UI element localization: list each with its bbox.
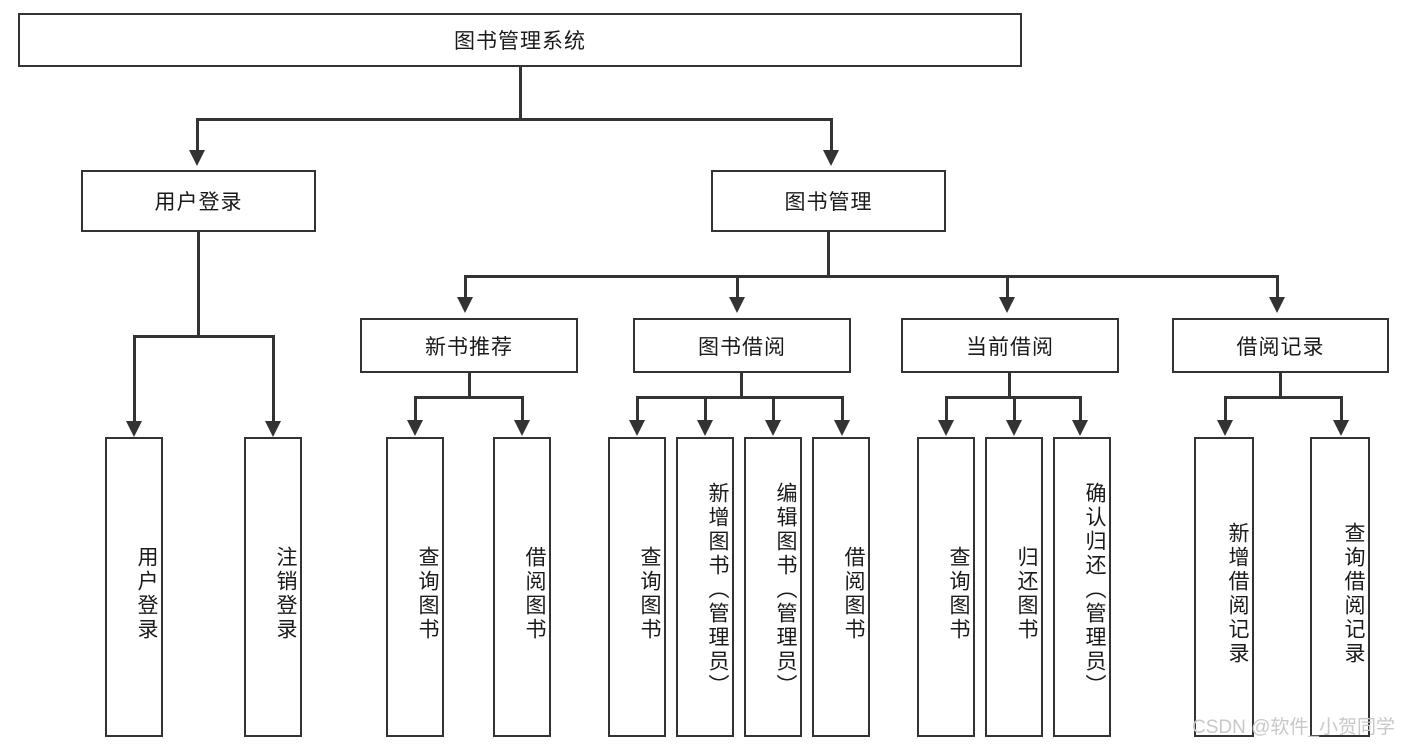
arrowhead-current-borrow [999, 297, 1015, 313]
node-label: 确认归还（管理员） [1083, 482, 1106, 698]
connector-user-login-stem [197, 232, 200, 336]
arrowhead-current-borrow-leaf-3 [1072, 420, 1088, 436]
node-label: 查询图书 [638, 546, 661, 642]
node-borrow-record[interactable]: 借阅记录 [1172, 318, 1389, 373]
node-label: 借阅图书 [842, 546, 865, 642]
arrowhead-new-book-leaf-2 [514, 420, 530, 436]
arrowhead-root-to-user-login [189, 150, 205, 166]
node-label: 图书管理系统 [454, 30, 586, 53]
node-label: 当前借阅 [966, 335, 1054, 359]
connector-book-borrow-stem [740, 373, 743, 397]
connector-current-borrow-leaf-3 [1079, 396, 1082, 420]
node-label: 借阅记录 [1236, 335, 1325, 359]
node-label: 新增图书（管理员） [706, 482, 729, 698]
connector-borrow-record-leaf-2 [1340, 396, 1343, 420]
node-label: 新书推荐 [425, 335, 513, 359]
arrowhead-current-borrow-leaf-2 [1006, 420, 1022, 436]
leaf-book-borrow-add[interactable]: 新增图书（管理员） [676, 437, 734, 737]
leaf-user-login-login[interactable]: 用户登录 [105, 437, 163, 737]
connector-borrow-record-leaf-1 [1224, 396, 1227, 420]
leaf-borrow-record-query[interactable]: 查询借阅记录 [1310, 437, 1370, 737]
arrowhead-root-to-book-manage [823, 150, 839, 166]
node-label: 查询借阅记录 [1342, 522, 1365, 666]
connector-new-book-stem [468, 373, 471, 397]
leaf-book-borrow-query[interactable]: 查询图书 [608, 437, 666, 737]
leaf-current-borrow-confirm-return[interactable]: 确认归还（管理员） [1053, 437, 1111, 737]
arrowhead-new-book-recommend [457, 297, 473, 313]
arrowhead-book-borrow-leaf-4 [834, 420, 850, 436]
leaf-book-borrow-borrow[interactable]: 借阅图书 [812, 437, 870, 737]
connector-root-to-user-login [196, 118, 199, 150]
node-label: 图书借阅 [698, 335, 786, 359]
node-user-login[interactable]: 用户登录 [81, 170, 316, 232]
node-book-borrow[interactable]: 图书借阅 [633, 318, 851, 373]
connector-root-stem [519, 67, 522, 119]
connector-user-login-to-leaf-1 [133, 335, 136, 421]
node-label: 编辑图书（管理员） [774, 482, 797, 698]
connector-new-book-leaf-2 [521, 396, 524, 420]
node-label: 借阅图书 [523, 546, 546, 642]
connector-book-manage-bus [464, 275, 1278, 278]
arrowhead-new-book-leaf-1 [407, 420, 423, 436]
arrowhead-book-borrow-leaf-2 [697, 420, 713, 436]
connector-new-book-bus [414, 396, 524, 399]
connector-book-manage-stem [827, 232, 830, 276]
arrowhead-book-borrow-leaf-3 [765, 420, 781, 436]
connector-book-borrow-leaf-2 [704, 396, 707, 420]
connector-new-book-leaf-1 [414, 396, 417, 420]
connector-root-to-book-manage [830, 118, 833, 150]
connector-current-borrow-leaf-2 [1013, 396, 1016, 420]
connector-book-manage-to-new-book [464, 275, 467, 297]
connector-book-manage-to-current [1006, 275, 1009, 297]
connector-book-borrow-leaf-3 [772, 396, 775, 420]
node-current-borrow[interactable]: 当前借阅 [901, 318, 1119, 373]
node-label: 查询图书 [947, 546, 970, 642]
leaf-user-login-logout[interactable]: 注销登录 [244, 437, 302, 737]
node-new-book-recommend[interactable]: 新书推荐 [360, 318, 578, 373]
arrowhead-borrow-record-leaf-2 [1333, 420, 1349, 436]
connector-book-manage-to-record [1276, 275, 1279, 297]
leaf-new-book-query[interactable]: 查询图书 [386, 437, 444, 737]
node-book-management[interactable]: 图书管理 [711, 170, 946, 232]
node-label: 归还图书 [1015, 546, 1038, 642]
node-label: 查询图书 [416, 546, 439, 642]
arrowhead-book-borrow [729, 297, 745, 313]
node-label: 用户登录 [135, 546, 158, 642]
connector-book-borrow-bus [636, 396, 844, 399]
arrowhead-borrow-record-leaf-1 [1217, 420, 1233, 436]
arrowhead-borrow-record [1269, 297, 1285, 313]
leaf-borrow-record-add[interactable]: 新增借阅记录 [1194, 437, 1254, 737]
node-label: 注销登录 [274, 546, 297, 642]
leaf-current-borrow-query[interactable]: 查询图书 [917, 437, 975, 737]
connector-current-borrow-leaf-1 [945, 396, 948, 420]
connector-root-bus [196, 118, 833, 121]
connector-book-borrow-leaf-1 [636, 396, 639, 420]
arrowhead-user-login-leaf-1 [126, 421, 142, 437]
arrowhead-user-login-leaf-2 [265, 421, 281, 437]
leaf-new-book-borrow[interactable]: 借阅图书 [493, 437, 551, 737]
connector-user-login-bus [133, 335, 275, 338]
connector-book-borrow-leaf-4 [841, 396, 844, 420]
node-label: 新增借阅记录 [1226, 522, 1249, 666]
arrowhead-current-borrow-leaf-1 [938, 420, 954, 436]
leaf-book-borrow-edit[interactable]: 编辑图书（管理员） [744, 437, 802, 737]
connector-user-login-to-leaf-2 [272, 335, 275, 421]
node-label: 图书管理 [784, 191, 873, 214]
connector-current-borrow-stem [1008, 373, 1011, 397]
node-label: 用户登录 [154, 191, 243, 214]
leaf-current-borrow-return[interactable]: 归还图书 [985, 437, 1043, 737]
node-root-system[interactable]: 图书管理系统 [18, 13, 1022, 67]
connector-borrow-record-stem [1279, 373, 1282, 397]
connector-borrow-record-bus [1224, 396, 1343, 399]
arrowhead-book-borrow-leaf-1 [629, 420, 645, 436]
connector-book-manage-to-borrow [736, 275, 739, 297]
